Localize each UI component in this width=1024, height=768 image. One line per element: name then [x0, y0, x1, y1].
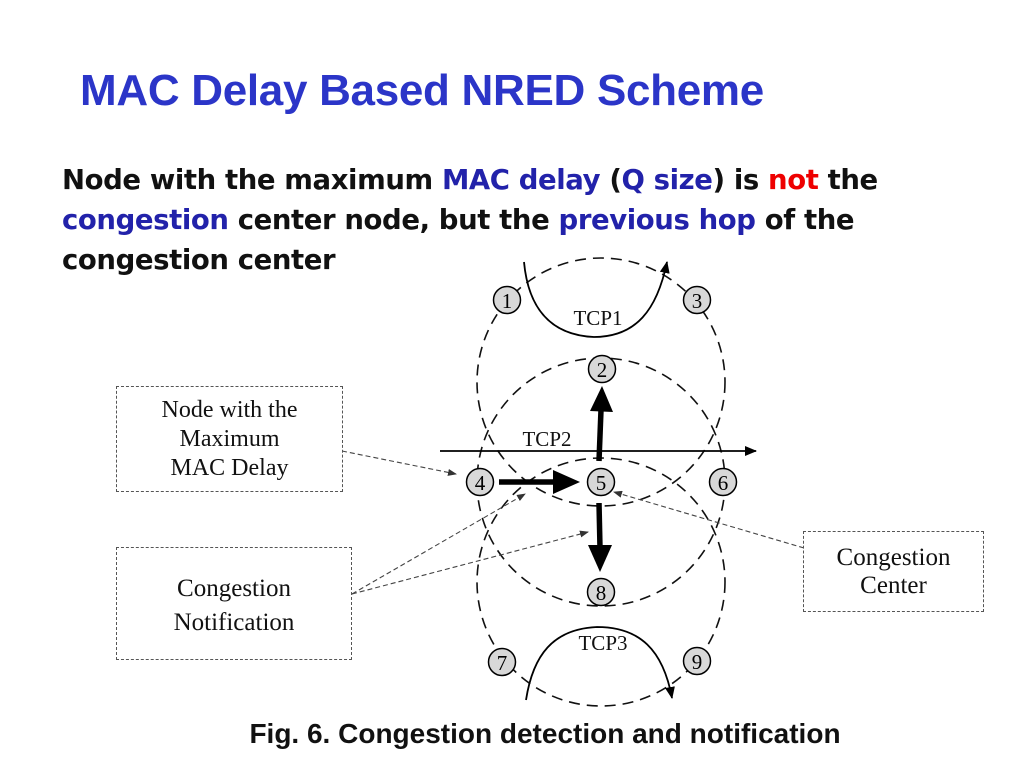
- node-label: 5: [596, 471, 607, 495]
- tcp1-flow-arrow: [523, 261, 670, 338]
- node-6: 6: [708, 467, 738, 497]
- arrow-5-to-8: [588, 502, 612, 572]
- slide-body-text: Node with the maximum MAC delay (Q size)…: [62, 160, 1002, 280]
- node-label: 3: [692, 289, 703, 313]
- pointer-notification-to-4-5: [351, 493, 526, 595]
- tcp3-label: TCP3: [578, 631, 627, 655]
- body-segment: (: [600, 164, 622, 196]
- tcp2-label: TCP2: [522, 427, 571, 451]
- node-label: 7: [497, 651, 508, 675]
- body-highlight-mac-delay: MAC delay: [441, 164, 601, 196]
- figure-caption: Fig. 6. Congestion detection and notific…: [249, 718, 841, 749]
- node-9: 9: [682, 646, 712, 676]
- node-label: 8: [596, 581, 607, 605]
- node-label: 6: [718, 471, 729, 495]
- congestion-notification-line: Congestion: [177, 575, 291, 602]
- arrow-4-to-5: [499, 470, 580, 494]
- congestion-center-line: Congestion: [836, 544, 951, 571]
- pointer-notification-to-5-8: [351, 530, 589, 595]
- body-segment: Node with the maximum: [62, 164, 442, 196]
- node-2: 2: [587, 354, 617, 384]
- tcp1-label: TCP1: [573, 306, 622, 330]
- node-5: 5: [586, 467, 616, 497]
- node-label: 4: [475, 471, 486, 495]
- max-mac-delay-line: Node with the: [161, 397, 298, 423]
- body-highlight-not: not: [768, 164, 819, 196]
- congestion-center-label-box: Congestion Center: [803, 531, 984, 612]
- slide-title: MAC Delay Based NRED Scheme: [80, 66, 764, 115]
- body-segment: center node, but the: [228, 204, 559, 236]
- max-mac-delay-line: Maximum: [179, 426, 280, 452]
- arrow-5-to-2: [590, 386, 613, 462]
- body-segment: of the congestion center: [62, 204, 855, 276]
- pointer-max-delay-to-node-4: [341, 450, 457, 476]
- body-highlight-congestion: congestion: [62, 204, 229, 236]
- node-label: 1: [502, 289, 513, 313]
- node-8: 8: [586, 577, 616, 607]
- node-3: 3: [682, 285, 712, 315]
- body-highlight-q-size: Q size: [621, 164, 713, 196]
- body-segment: the: [818, 164, 879, 196]
- pointer-congestion-center-to-node-5: [613, 490, 805, 549]
- range-circle-top: [476, 257, 726, 507]
- node-label: 9: [692, 650, 703, 674]
- congestion-notification-label-box: Congestion Notification: [116, 547, 352, 660]
- tcp3-flow-arrow: [525, 626, 675, 701]
- congestion-notification-line: Notification: [173, 609, 295, 636]
- node-label: 2: [597, 358, 608, 382]
- max-mac-delay-label-box: Node with the Maximum MAC Delay: [116, 386, 343, 492]
- node-1: 1: [492, 285, 522, 315]
- node-7: 7: [487, 647, 517, 677]
- body-segment: ) is: [712, 164, 769, 196]
- body-highlight-previous-hop: previous hop: [558, 204, 756, 236]
- congestion-center-line: Center: [860, 572, 927, 599]
- max-mac-delay-line: MAC Delay: [170, 455, 289, 481]
- node-4: 4: [465, 467, 495, 497]
